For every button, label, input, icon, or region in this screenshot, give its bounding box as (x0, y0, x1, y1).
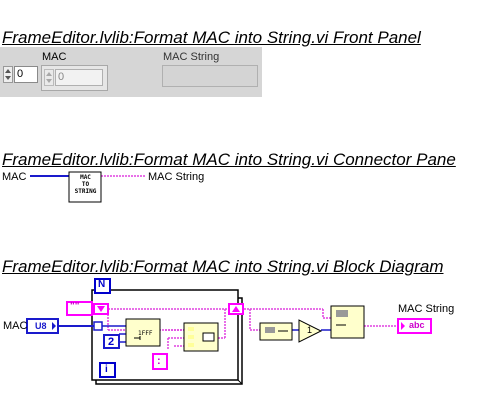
icon-line-1: MAC (80, 174, 91, 181)
bd-mac-label: MAC (3, 320, 28, 332)
one-constant-text: 1 (307, 325, 313, 335)
mac-label: MAC (42, 51, 67, 63)
mac-string-indicator (162, 65, 258, 87)
connector-pane-title: FrameEditor.lvlib:Format MAC into String… (2, 150, 456, 169)
count-terminal-text: N (98, 279, 106, 290)
mac-control[interactable]: 0 (55, 69, 103, 86)
mac-spinner[interactable] (44, 69, 54, 86)
width-constant (103, 334, 120, 349)
block-diagram-title: FrameEditor.lvlib:Format MAC into String… (2, 257, 444, 276)
mac-terminal (26, 318, 59, 334)
empty-string-text: "" (70, 301, 80, 312)
index-field[interactable]: 0 (14, 66, 38, 83)
empty-string-constant (66, 301, 93, 316)
format-node-text: 1FFF (138, 330, 153, 337)
icon-line-3: STRING (74, 188, 97, 195)
connector-icon-text: MAC TO STRING (70, 174, 101, 195)
count-terminal (94, 278, 111, 294)
block-diagram (26, 278, 432, 385)
index-spinner[interactable] (3, 66, 13, 83)
mac-string-terminal (397, 318, 432, 334)
format-node (125, 318, 161, 347)
iteration-terminal-text: i (105, 364, 108, 375)
iteration-terminal (99, 362, 116, 378)
output-terminal-text: abc (409, 320, 425, 330)
width-constant-text: 2 (108, 336, 115, 348)
separator-text: : (157, 355, 161, 367)
subtract-node (298, 319, 323, 343)
icon-line-2: TO (81, 181, 90, 188)
separator-constant (152, 353, 168, 370)
index-tunnel (93, 321, 103, 331)
mac-string-label: MAC String (163, 51, 220, 63)
front-panel-title: FrameEditor.lvlib:Format MAC into String… (2, 28, 421, 47)
for-loop-frame (91, 289, 239, 381)
bd-output-label: MAC String (398, 303, 455, 315)
connector-pane-graphic (30, 171, 146, 203)
connector-input-label: MAC (2, 171, 27, 183)
connector-output-label: MAC String (148, 171, 205, 183)
u8-type-label: U8 (35, 321, 47, 331)
